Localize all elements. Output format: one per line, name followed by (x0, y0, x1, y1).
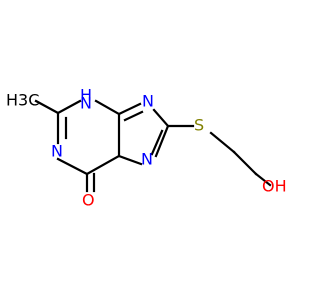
bond-s-ch2-a (209, 131, 236, 154)
bond-c4-n9-a (117, 102, 142, 116)
bond-set (34, 99, 272, 193)
atom-n1: N (51, 142, 63, 161)
bond-c6-c5 (85, 154, 121, 176)
molecule-structure: H3C H N N N N S O OH (6, 86, 287, 210)
bond-c2-n3 (56, 99, 82, 115)
bond-c4-n9-b (123, 110, 144, 122)
bond-ch2-ch2 (232, 150, 258, 176)
bond-ch2-oh (254, 172, 272, 187)
atom-labels: H3C H N N N N S O OH (6, 86, 287, 210)
atom-o: O (82, 191, 95, 210)
atom-n7: N (141, 150, 153, 169)
atom-oh: OH (262, 177, 287, 196)
bond-n3-c4 (94, 99, 121, 116)
atom-h: H (80, 86, 92, 105)
atom-s: S (194, 116, 204, 135)
atom-ch3: H3C (6, 91, 39, 110)
atom-n3: N (80, 94, 92, 113)
bond-n9-c8 (152, 108, 170, 128)
bond-c5-n7 (117, 154, 143, 166)
bond-c8-n7-a (154, 124, 170, 158)
atom-n9: N (142, 92, 154, 111)
bond-ch3-c2 (34, 99, 60, 115)
molecule-canvas: H3C H N N N N S O OH (6, 85, 287, 210)
bond-n1-c6 (56, 157, 89, 176)
bond-c8-n7-b (150, 129, 164, 156)
